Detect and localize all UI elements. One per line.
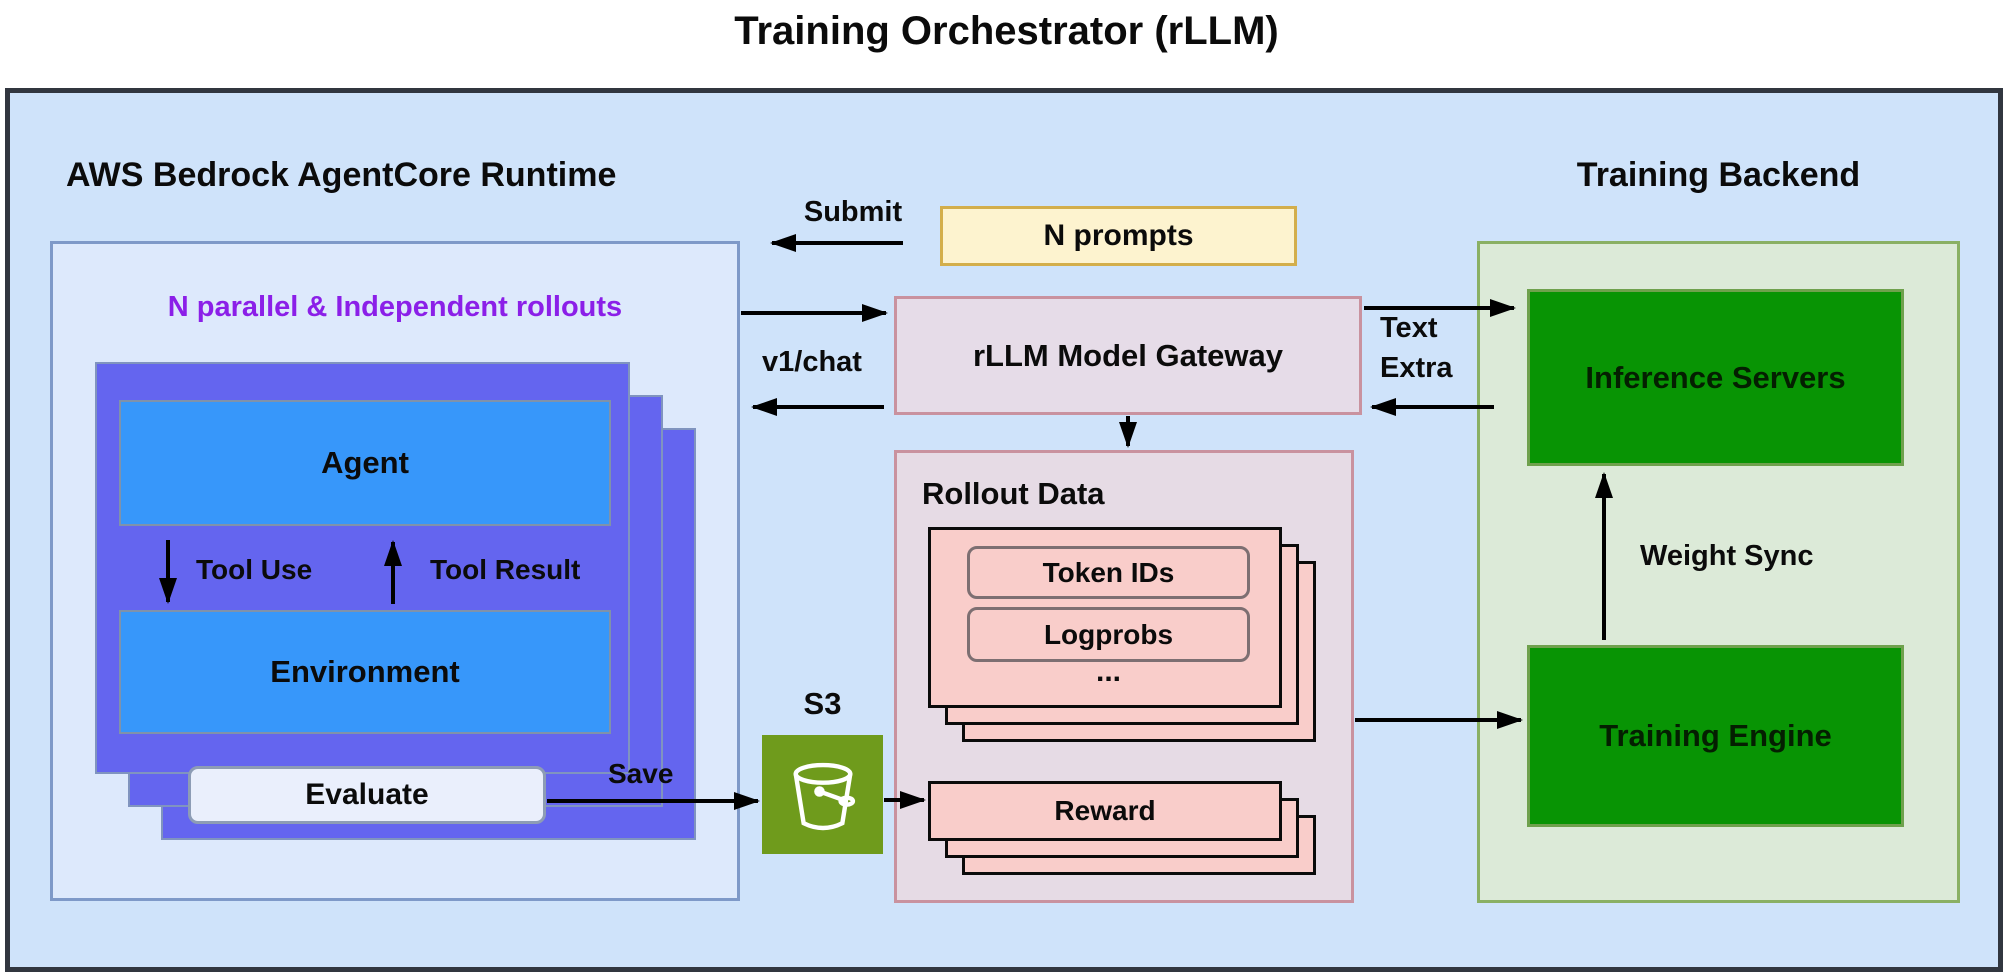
weight-sync-label: Weight Sync [1640,540,1814,572]
agent-box: Agent [119,400,611,526]
logprobs-chip: Logprobs [967,607,1250,662]
agent-label: Agent [321,445,409,480]
rollout-data-title: Rollout Data [922,476,1105,511]
extra-label: Extra [1380,352,1453,384]
page-title: Training Orchestrator (rLLM) [734,9,1279,53]
s3-bucket-icon [793,762,855,830]
tool-use-label: Tool Use [196,554,313,585]
n-prompts-box: N prompts [940,206,1297,266]
model-gateway-label: rLLM Model Gateway [972,337,1284,373]
training-backend-title: Training Backend [1576,156,1861,194]
environment-box: Environment [119,610,611,734]
submit-label: Submit [803,196,903,228]
training-engine-box: Training Engine [1527,645,1904,827]
training-engine-label: Training Engine [1599,718,1832,753]
parallel-rollouts-note: N parallel & Independent rollouts [167,291,623,323]
token-ids-chip: Token IDs [967,546,1250,599]
ellipsis-label: ... [1095,655,1121,688]
text-label: Text [1380,312,1438,344]
logprobs-label: Logprobs [1043,618,1174,650]
evaluate-box: Evaluate [188,766,546,824]
token-ids-label: Token IDs [1042,556,1175,588]
evaluate-label: Evaluate [305,778,429,811]
save-label: Save [608,758,674,789]
model-gateway-box: rLLM Model Gateway [894,296,1362,415]
environment-label: Environment [270,654,460,689]
tool-result-label: Tool Result [430,554,581,585]
s3-bucket-box [762,735,883,854]
s3-label: S3 [803,686,842,721]
n-prompts-label: N prompts [1043,219,1194,252]
reward-card-front: Reward [928,781,1282,841]
v1-chat-label: v1/chat [762,346,862,378]
aws-runtime-title: AWS Bedrock AgentCore Runtime [66,156,617,194]
reward-label: Reward [1054,795,1156,826]
inference-servers-label: Inference Servers [1585,359,1846,395]
inference-servers-box: Inference Servers [1527,289,1904,466]
